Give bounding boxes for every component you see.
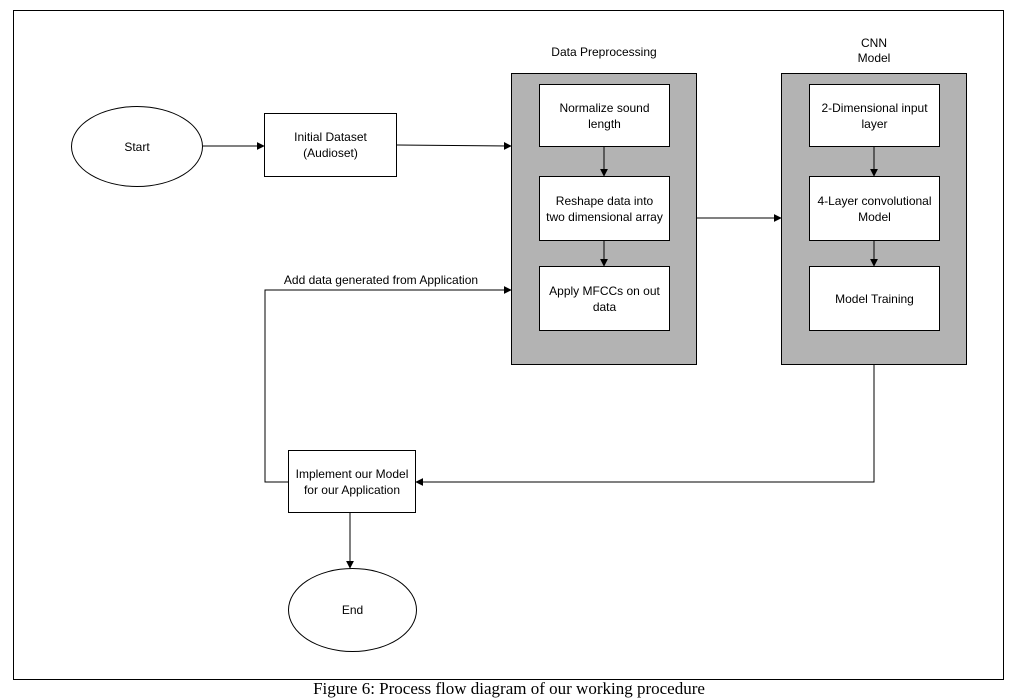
figure-caption: Figure 6: Process flow diagram of our wo… [313,679,705,698]
apply-mfcc-node: Apply MFCCs on out data [539,266,670,331]
normalize-node: Normalize sound length [539,84,670,147]
group-label-cnn-model: CNN Model [857,36,891,65]
edge-dataset-to-preprocessing [396,141,512,150]
group-label-data-preprocessing: Data Preprocessing [551,45,657,59]
start-node: Start [71,106,203,187]
end-node: End [288,568,417,652]
implement-node: Implement our Model for our Application [288,450,416,513]
input-layer-node: 2-Dimensional input layer [809,84,940,147]
conv-model-node: 4-Layer convolutional Model [809,176,940,241]
edge-cnn-to-implement [415,365,875,486]
diagram-frame [13,10,1004,680]
edge-label-feedback: Add data generated from Application [283,273,479,287]
model-training-node: Model Training [809,266,940,331]
initial-dataset-node: Initial Dataset (Audioset) [264,113,397,177]
reshape-node: Reshape data into two dimensional array [539,176,670,241]
edge-feedback-to-preprocessing [264,286,512,483]
